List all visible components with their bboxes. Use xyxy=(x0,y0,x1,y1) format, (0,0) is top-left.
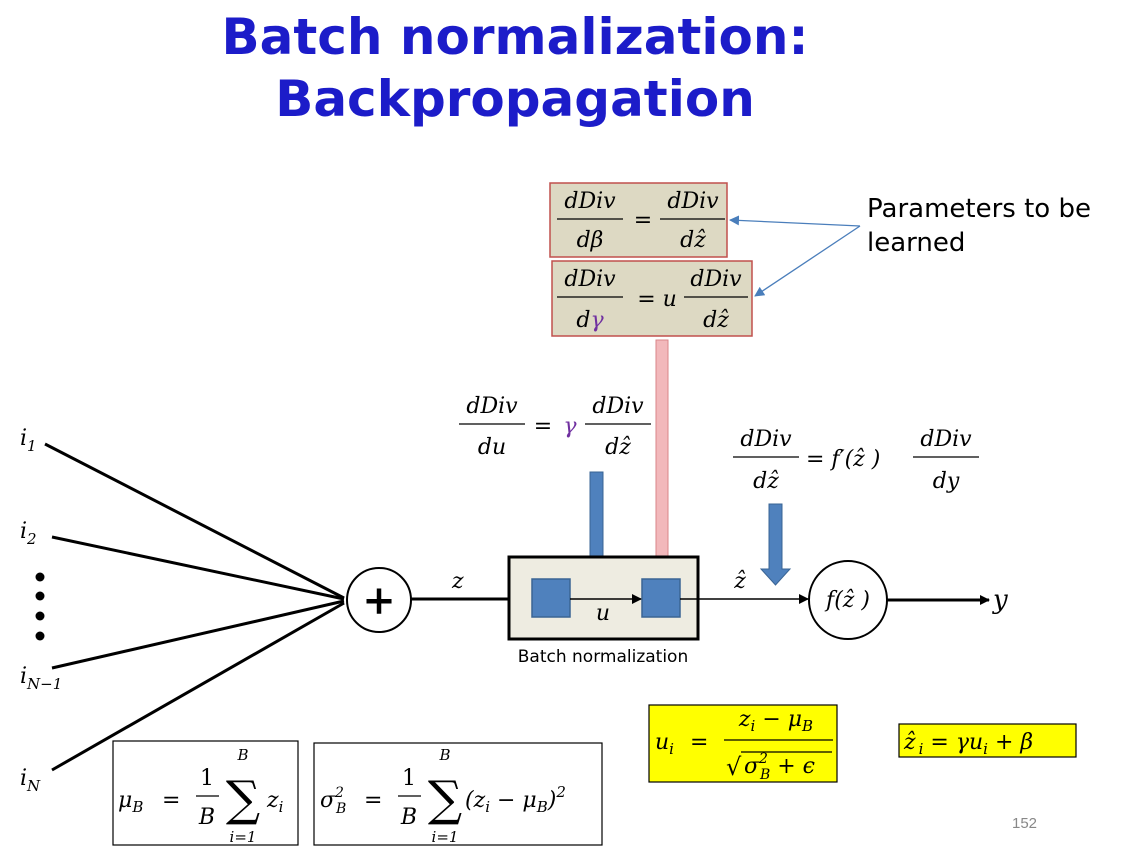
equation-dbeta: dDiv dβ = dDiv dẑ xyxy=(557,189,725,253)
callout-line-2: learned xyxy=(867,228,965,258)
sum-plus-sign: + xyxy=(362,577,396,624)
sigma-equation-box xyxy=(313,742,603,846)
title-line-1: Batch normalization: xyxy=(221,8,809,66)
pink-down-arrow xyxy=(646,339,678,577)
input-i1: i1 xyxy=(20,426,37,455)
input-lines xyxy=(44,442,345,772)
sigma-sum-top: B xyxy=(438,746,450,764)
eq-gamma-den-right: dẑ xyxy=(703,308,729,333)
sigma-frac-den: B xyxy=(400,805,417,830)
mu-lhs: μB xyxy=(118,788,143,816)
eq-dz-den-left: dẑ xyxy=(753,469,779,494)
u-equation-box xyxy=(648,704,838,783)
blue-down-arrow-dz xyxy=(759,503,792,586)
equation-dzhat: dDiv dẑ = f′(ẑ ) dDiv dy xyxy=(733,427,979,494)
input-labels: i1 i2 iN−1 iN xyxy=(20,426,62,795)
eq-du-gamma: γ xyxy=(563,414,577,439)
activation-label: f(ẑ ) xyxy=(824,588,870,613)
slide-title: Batch normalization: Backpropagation xyxy=(0,6,1030,130)
callout-line-1: Parameters to be xyxy=(867,194,1091,224)
zhat-equation-box xyxy=(898,723,1077,758)
batchnorm-caption: Batch normalization xyxy=(518,647,688,667)
mu-sum-symbol: ∑ xyxy=(226,771,260,827)
mu-sum-top: B xyxy=(236,746,248,764)
param-box-beta xyxy=(549,182,728,258)
eq-beta-den-left: dβ xyxy=(577,228,604,253)
mu-frac-den: B xyxy=(198,805,215,830)
page-number: 152 xyxy=(1012,815,1038,832)
sigma-sum-symbol: ∑ xyxy=(428,771,462,827)
mu-equation-box xyxy=(112,740,299,846)
sigma-frac-num: 1 xyxy=(402,766,416,791)
eq-gamma-num-left: dDiv xyxy=(564,267,616,292)
param-box-gamma xyxy=(551,260,753,337)
u-sqrt-sign: √ xyxy=(726,753,742,781)
ellipsis-dots xyxy=(35,572,45,641)
input-iN: iN xyxy=(20,766,41,795)
callout-arrow-gamma xyxy=(754,225,861,297)
eq-gamma-equals: = u xyxy=(637,287,677,312)
sigma-term: (zi − μB)2 xyxy=(465,783,566,816)
mu-sum-bottom: i=1 xyxy=(230,828,257,846)
mu-term: zi xyxy=(266,788,284,816)
eq-dz-num-right: dDiv xyxy=(920,427,972,452)
eq-beta-num-left: dDiv xyxy=(564,189,616,214)
equation-mu: μB = 1 B B ∑ i=1 zi xyxy=(118,746,284,846)
callout-parameters: Parameters to be learned xyxy=(729,194,1091,297)
mu-frac-num: 1 xyxy=(200,766,214,791)
sigma-sum-bottom: i=1 xyxy=(432,828,459,846)
batchnorm-block-scale xyxy=(641,578,681,618)
sigma-equals: = xyxy=(364,788,382,813)
u-label: u xyxy=(596,601,610,626)
eq-beta-den-right: dẑ xyxy=(680,228,706,253)
eq-dz-den-right: dy xyxy=(933,469,960,494)
y-label: y xyxy=(992,585,1008,615)
z-label: z xyxy=(451,569,464,594)
eq-du-den-left: du xyxy=(478,435,506,460)
u-equals: = xyxy=(690,730,708,755)
mu-equals: = xyxy=(162,788,180,813)
eq-beta-equals: = xyxy=(634,208,652,233)
eq-du-den-right: dẑ xyxy=(605,435,631,460)
equation-du: dDiv du = γ dDiv dẑ xyxy=(459,394,651,460)
eq-du-equals: = xyxy=(534,414,552,439)
input-i2: i2 xyxy=(20,519,37,548)
equation-dgamma: dDiv dγ = u dDiv dẑ xyxy=(557,267,748,333)
eq-du-num-right: dDiv xyxy=(592,394,644,419)
eq-beta-num-right: dDiv xyxy=(667,189,719,214)
eq-dz-mid: = f′(ẑ ) xyxy=(806,447,880,472)
u-numerator: zi − μB xyxy=(738,707,813,735)
title-line-2: Backpropagation xyxy=(275,70,755,128)
eq-dz-num-left: dDiv xyxy=(740,427,792,452)
callout-arrow-beta xyxy=(729,215,861,227)
eq-gamma-den-left: dγ xyxy=(576,308,604,333)
u-lhs: ui xyxy=(655,730,674,758)
batchnorm-block-normalize xyxy=(531,578,571,618)
zhat-label: ẑ xyxy=(733,569,746,594)
eq-gamma-num-right: dDiv xyxy=(690,267,742,292)
input-iN-1: iN−1 xyxy=(20,664,62,693)
eq-du-num-left: dDiv xyxy=(466,394,518,419)
